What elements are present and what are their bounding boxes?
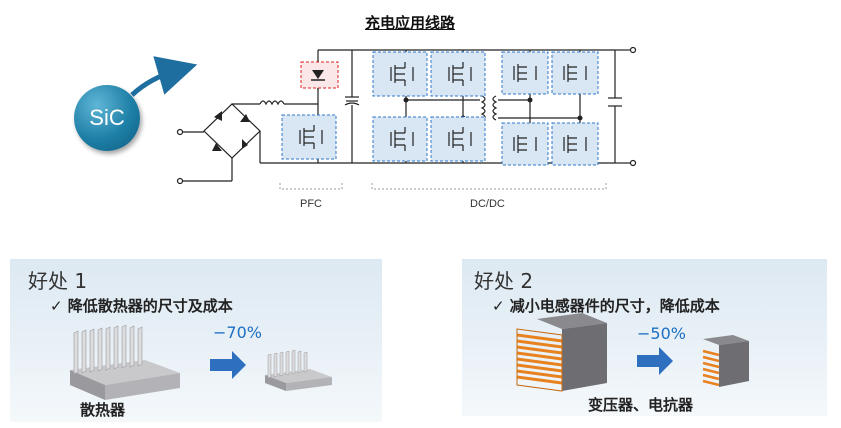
transformer-illustration — [516, 313, 749, 392]
benefit-2-subtitle: ✓ 减小电感器件的尺寸，降低成本 — [492, 297, 720, 315]
benefit-2-title: 好处 2 — [474, 269, 534, 293]
large-transformer-icon — [516, 313, 607, 392]
benefit-1-subtitle: ✓ 降低散热器的尺寸及成本 — [50, 297, 233, 315]
bulk-capacitor — [344, 96, 360, 106]
charger-circuit-diagram: PFC DC/DC — [130, 46, 637, 210]
large-heatsink-icon — [70, 325, 180, 400]
mosfet-q2 — [430, 51, 486, 97]
bridge-diodes — [212, 111, 250, 151]
benefit-1-title: 好处 1 — [28, 269, 88, 293]
small-transformer-icon — [702, 335, 749, 387]
heatsink-illustration — [70, 325, 332, 400]
benefit-panel-2: 好处 2 ✓ 减小电感器件的尺寸，降低成本 −50% — [462, 259, 827, 416]
benefit-1-caption: 散热器 — [80, 401, 126, 419]
dcdc-label: DC/DC — [470, 198, 505, 210]
right-arrow-icon — [210, 351, 246, 379]
benefit-2-percent: −50% — [637, 324, 686, 343]
mosfet-switches — [281, 51, 599, 166]
benefit-2-caption: 变压器、电抗器 — [588, 396, 694, 414]
section-brackets — [279, 183, 607, 190]
mosfet-symbols — [299, 62, 587, 153]
diagram-title: 充电应用线路 — [364, 14, 455, 32]
sic-badge-label: SiC — [89, 105, 125, 130]
sic-arrow — [130, 56, 198, 97]
pfc-label: PFC — [300, 198, 322, 210]
benefit-1-percent: −70% — [213, 323, 262, 342]
benefit-panel-1: 好处 1 ✓ 降低散热器的尺寸及成本 −70% — [10, 259, 382, 422]
sic-badge: SiC — [74, 85, 140, 151]
small-heatsink-icon — [265, 349, 332, 391]
right-arrow-icon — [637, 347, 673, 375]
